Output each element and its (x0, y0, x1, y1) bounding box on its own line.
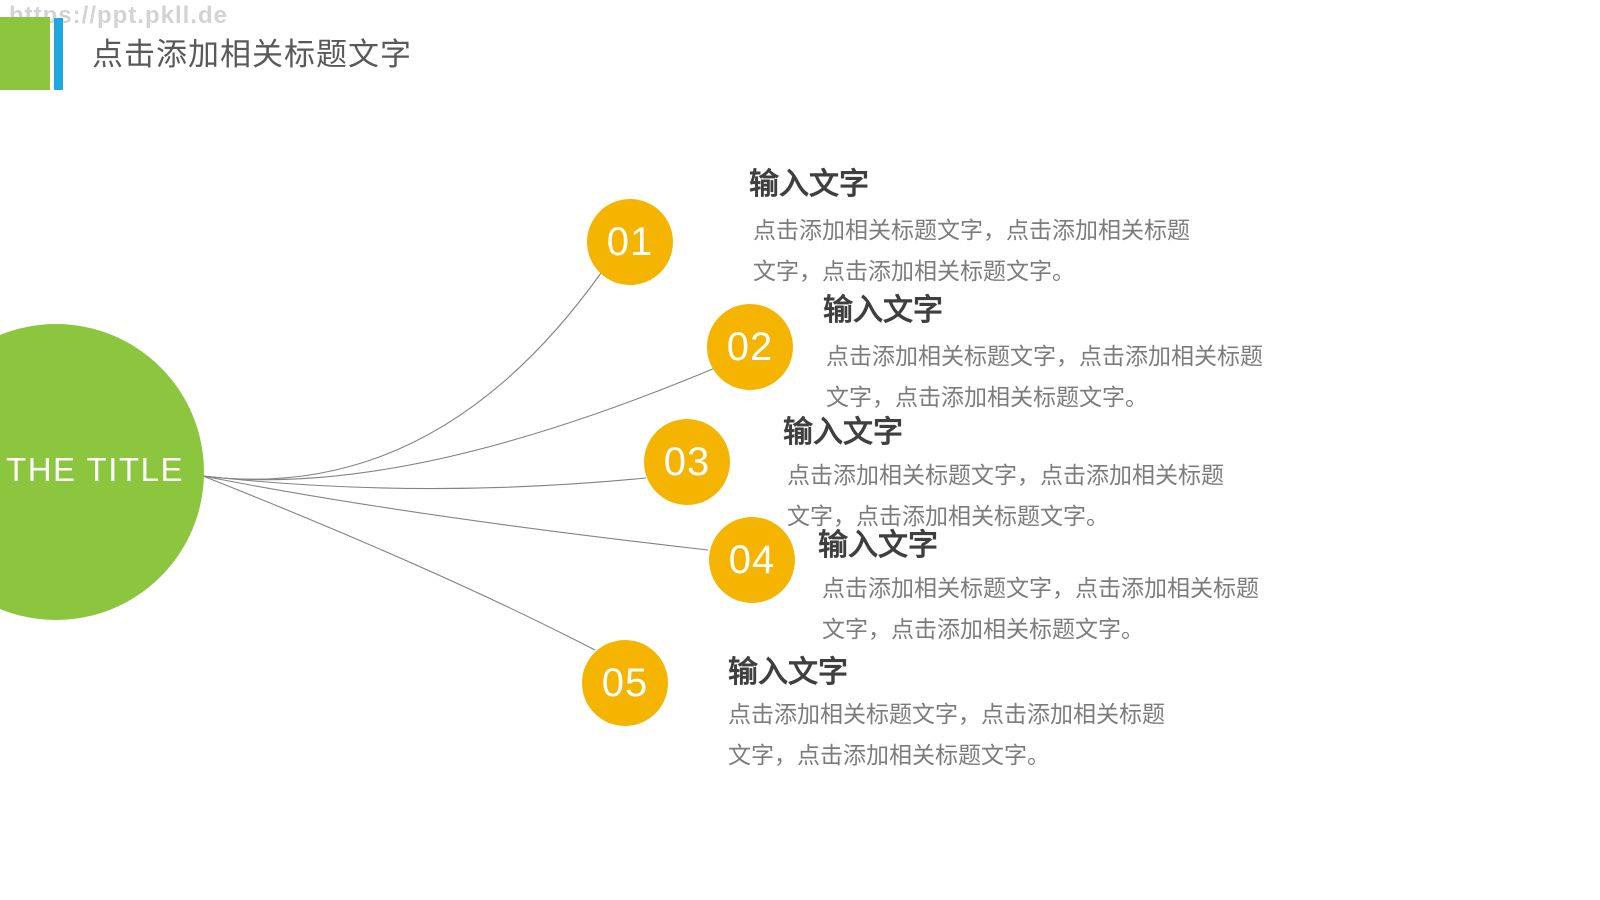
node-circle-01: 01 (587, 199, 673, 285)
root-label: THE TITLE (6, 451, 184, 488)
node-body-line: 点击添加相关标题文字，点击添加相关标题 (753, 217, 1190, 243)
node-number: 05 (601, 660, 649, 705)
node-circle-04: 04 (709, 517, 795, 603)
node-body-line: 点击添加相关标题文字，点击添加相关标题 (728, 701, 1165, 727)
node-heading: 输入文字 (818, 529, 938, 562)
header-green-square (0, 17, 50, 90)
connector-line-5 (202, 475, 596, 651)
node-body: 点击添加相关标题文字，点击添加相关标题 文字，点击添加相关标题文字。 (826, 336, 1263, 418)
node-body-line: 点击添加相关标题文字，点击添加相关标题 (822, 575, 1259, 601)
node-body-line: 点击添加相关标题文字，点击添加相关标题 (787, 462, 1224, 488)
node-body: 点击添加相关标题文字，点击添加相关标题 文字，点击添加相关标题文字。 (822, 568, 1259, 650)
node-number: 01 (606, 219, 654, 264)
node-body-line: 点击添加相关标题文字，点击添加相关标题 (826, 343, 1263, 369)
node-circle-05: 05 (582, 640, 668, 726)
connector-line-2 (202, 367, 716, 481)
node-body-line: 文字，点击添加相关标题文字。 (822, 616, 1144, 642)
node-heading: 输入文字 (783, 416, 903, 449)
node-body-line: 文字，点击添加相关标题文字。 (787, 503, 1109, 529)
node-number: 04 (728, 537, 776, 582)
node-body-line: 文字，点击添加相关标题文字。 (826, 384, 1148, 410)
connector-line-1 (202, 272, 602, 480)
page-title: 点击添加相关标题文字 (92, 37, 412, 72)
header-blue-bar (54, 18, 63, 90)
node-body: 点击添加相关标题文字，点击添加相关标题 文字，点击添加相关标题文字。 (787, 455, 1224, 537)
node-circle-03: 03 (644, 419, 730, 505)
node-body: 点击添加相关标题文字，点击添加相关标题 文字，点击添加相关标题文字。 (753, 210, 1190, 292)
node-heading: 输入文字 (749, 168, 869, 201)
node-circle-02: 02 (707, 304, 793, 390)
node-heading: 输入文字 (823, 294, 943, 327)
node-body-line: 文字，点击添加相关标题文字。 (753, 258, 1075, 284)
node-body: 点击添加相关标题文字，点击添加相关标题 文字，点击添加相关标题文字。 (728, 694, 1165, 776)
connector-line-3 (202, 475, 647, 490)
node-number: 03 (663, 439, 711, 484)
node-number: 02 (726, 324, 774, 369)
node-heading: 输入文字 (728, 656, 848, 689)
connector-line-4 (202, 475, 709, 551)
node-body-line: 文字，点击添加相关标题文字。 (728, 742, 1050, 768)
